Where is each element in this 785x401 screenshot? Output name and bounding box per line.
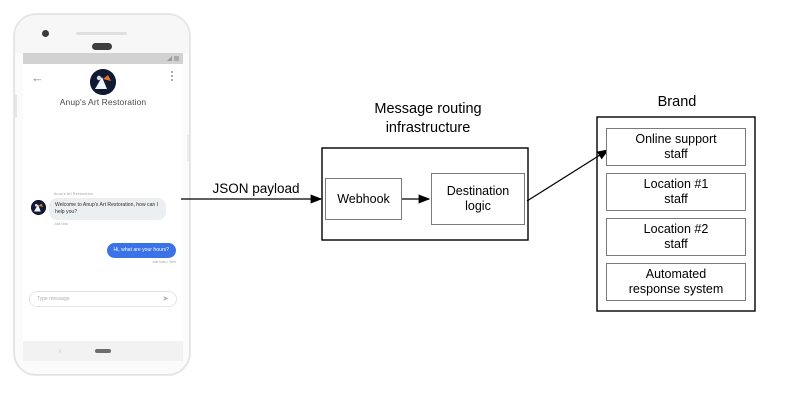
avatar — [31, 200, 46, 215]
status-bar — [23, 53, 183, 64]
signal-icon — [167, 56, 172, 61]
arrow-destination-to-brand — [526, 149, 610, 202]
infrastructure-title: Message routing infrastructure — [333, 100, 523, 138]
send-icon[interactable]: ➤ — [162, 294, 169, 303]
overflow-menu-icon[interactable] — [171, 71, 174, 83]
power-button — [187, 135, 189, 161]
webhook-box[interactable]: Webhook — [325, 178, 402, 220]
brand-box-2-line2: staff — [664, 192, 688, 206]
phone-mockup: ← Anup's Art Restoration Anup's Art — [14, 14, 190, 375]
message-bubble-incoming: Welcome to Anup's Art Restoration, how c… — [49, 198, 166, 220]
avatar — [90, 69, 116, 95]
chat-input-bar: Type message ➤ — [23, 285, 183, 313]
message-input-placeholder: Type message — [37, 296, 70, 302]
chat-message-list: Anup's Art Restoration Welcome to Anup's… — [23, 128, 183, 313]
destination-logic-label: Destination logic — [447, 184, 510, 214]
json-payload-label: JSON payload — [212, 181, 300, 196]
speaker-pill-icon — [92, 43, 112, 50]
brand-box-4-line1: Automated — [645, 267, 707, 281]
brand-box-4-line2: response system — [628, 282, 724, 296]
incoming-message-group: Anup's Art Restoration Welcome to Anup's… — [23, 192, 183, 226]
infrastructure-title-line2: infrastructure — [385, 120, 471, 136]
infrastructure-title-line1: Message routing — [374, 101, 482, 117]
front-camera-icon — [42, 30, 49, 37]
brand-box-automated-response-system[interactable]: Automated response system — [606, 263, 746, 301]
message-sender-name: Anup's Art Restoration — [54, 192, 93, 196]
webhook-label: Webhook — [337, 191, 390, 206]
page-title: Anup's Art Restoration — [59, 97, 147, 107]
nav-back-icon[interactable]: ‹ — [59, 347, 62, 355]
battery-icon — [174, 56, 179, 61]
earpiece-speaker-icon — [76, 32, 127, 35]
chat-header: ← Anup's Art Restoration — [23, 64, 183, 128]
brand-box-location-1-staff[interactable]: Location #1 staff — [606, 173, 746, 211]
brand-box-3-line2: staff — [664, 237, 688, 251]
message-bubble-outgoing: Hi, what are your hours? — [106, 243, 176, 258]
outgoing-message-group: Hi, what are your hours? Just Now • Sent — [106, 238, 176, 264]
volume-button — [15, 95, 17, 117]
phone-screen: ← Anup's Art Restoration Anup's Art — [23, 53, 183, 341]
destination-logic-box[interactable]: Destination logic — [431, 173, 525, 225]
destination-logic-line2: logic — [465, 199, 491, 213]
phone-nav-bar: ‹ — [23, 341, 183, 361]
brand-box-2-line1: Location #1 — [643, 177, 709, 191]
brand-title: Brand — [657, 94, 697, 110]
message-timestamp: Just Now • Sent — [152, 260, 176, 264]
brand-box-online-support-staff[interactable]: Online support staff — [606, 128, 746, 166]
brand-box-1-line2: staff — [664, 147, 688, 161]
message-timestamp: Just Now — [54, 222, 68, 226]
brand-box-3-line1: Location #2 — [643, 222, 709, 236]
message-input[interactable]: Type message ➤ — [29, 291, 177, 307]
brand-box-1-line1: Online support — [635, 132, 717, 146]
back-arrow-icon[interactable]: ← — [31, 70, 44, 85]
nav-home-pill-icon[interactable] — [95, 349, 111, 353]
brand-box-location-2-staff[interactable]: Location #2 staff — [606, 218, 746, 256]
destination-logic-line1: Destination — [446, 184, 510, 198]
